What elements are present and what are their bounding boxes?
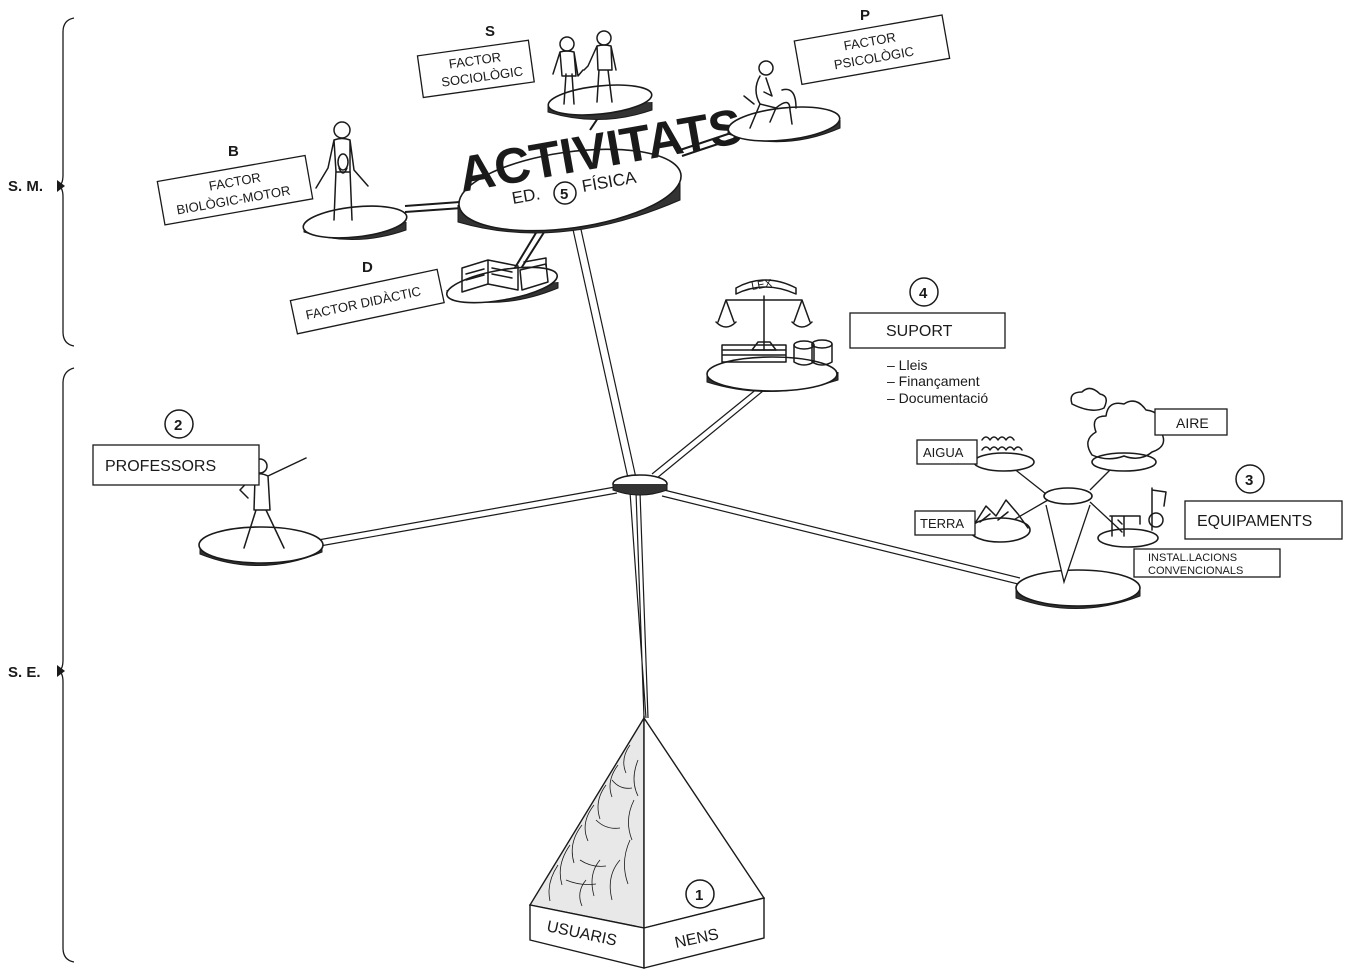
- suport-item-2: – Documentació: [887, 390, 988, 406]
- coins-icon: [793, 339, 833, 366]
- number-1: 1: [695, 887, 703, 904]
- number-3: 3: [1245, 472, 1253, 489]
- two-people-icon: [552, 30, 617, 105]
- psicologic-platform: [727, 60, 841, 143]
- biologic-letter: B: [228, 143, 239, 160]
- aigua-box: [916, 439, 978, 465]
- sociologic-box: FACTOR SOCIOLÒGIC: [416, 39, 535, 99]
- thinker-icon: [743, 60, 797, 129]
- suport-item-1: – Finançament: [887, 373, 980, 389]
- suport-platform: [706, 279, 839, 392]
- water-icon: [981, 436, 1023, 451]
- biologic-box: FACTOR BIOLÒGIC-MOTOR: [156, 154, 314, 226]
- aigua-label: AIGUA: [923, 445, 964, 460]
- books-icon: [461, 257, 549, 293]
- cloud-icon: [1070, 387, 1165, 460]
- number-4: 4: [919, 285, 928, 302]
- suport-label: SUPORT: [886, 323, 953, 340]
- sociologic-letter: S: [485, 23, 495, 40]
- number-5: 5: [560, 186, 568, 203]
- equipaments-box: [1184, 500, 1343, 540]
- didactic-platform: [445, 257, 559, 304]
- se-label: S. E.: [8, 664, 41, 681]
- number-4-circle: [909, 277, 939, 307]
- psicologic-letter: P: [860, 7, 870, 24]
- pyramid-texture: [548, 744, 639, 907]
- mountain-icon: [971, 499, 1029, 529]
- professors-label: PROFESSORS: [105, 458, 216, 475]
- sm-bracket: [56, 17, 75, 347]
- number-1-circle: [685, 879, 715, 909]
- professors-box: [92, 444, 260, 486]
- scales-icon: [715, 279, 813, 351]
- number-5-circle: [553, 181, 577, 205]
- psicologic-box: FACTOR PSICOLÒGIC: [793, 14, 951, 86]
- suport-item-0: – Lleis: [887, 357, 927, 373]
- number-2-circle: [164, 409, 194, 439]
- equipaments-label: EQUIPAMENTS: [1197, 513, 1312, 530]
- terra-label: TERRA: [920, 516, 964, 531]
- sociologic-platform: [547, 30, 653, 121]
- se-bracket: [56, 367, 75, 963]
- sociologic-line1: FACTOR: [448, 49, 502, 71]
- professors-platform: [198, 457, 324, 566]
- didactic-letter: D: [362, 259, 373, 276]
- lex-label: LEX: [750, 277, 773, 293]
- connection-beams: [317, 114, 1021, 719]
- number-3-circle: [1235, 464, 1265, 494]
- sm-label: S. M.: [8, 178, 43, 195]
- human-body-icon: [315, 121, 369, 221]
- suport-box: [849, 312, 1006, 349]
- equipaments-platform: [969, 387, 1167, 609]
- documents-stack-icon: [721, 344, 787, 363]
- biologic-platform: [302, 121, 408, 241]
- terra-box: [914, 510, 976, 536]
- installacions-box: [1133, 548, 1281, 578]
- installacions-line1: INSTAL.LACIONS: [1148, 552, 1237, 564]
- installacions-line2: CONVENCIONALS: [1148, 565, 1243, 577]
- aire-box: [1154, 408, 1228, 436]
- aire-label: AIRE: [1176, 415, 1209, 431]
- ed-label: ED.: [510, 184, 541, 208]
- number-2: 2: [174, 417, 182, 434]
- central-hub: [612, 474, 668, 496]
- didactic-box: FACTOR DIDÀCTIC: [289, 268, 445, 335]
- sports-installations-icon: [1109, 487, 1167, 537]
- usuaris-pyramid: [528, 715, 766, 969]
